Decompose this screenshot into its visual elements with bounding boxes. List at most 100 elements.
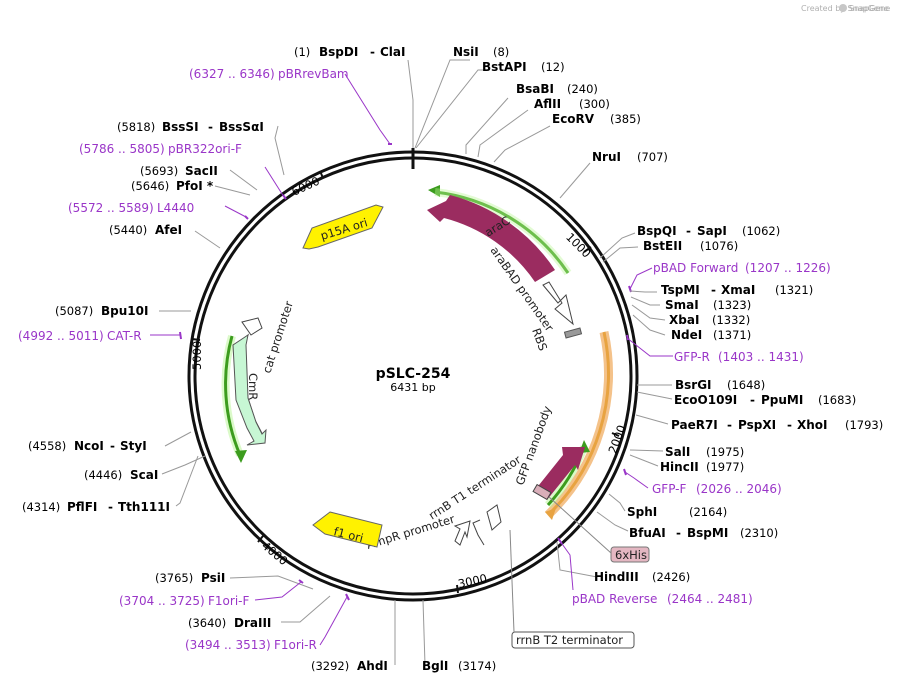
site-pos: (1648) [727,378,765,392]
site-name: XhoI [797,418,828,432]
site-pos: (5693) [140,164,178,178]
site-name: HincII [660,460,699,474]
site-pos: (1062) [742,224,780,238]
primer-name: F1ori-R [274,638,317,652]
site-name: BglI [422,659,448,673]
rrnB-T2-label: rrnB T2 terminator [516,633,623,647]
site-name: PsiI [201,571,225,585]
site-pos: (385) [610,112,641,126]
araC-strand-arrow [428,185,440,197]
site-name: AhdI [357,659,388,673]
primer-range: (6327 .. 6346) [189,67,275,81]
ruler-tick-label: 6000 [289,174,321,199]
site-pos: (2426) [652,570,690,584]
primer-range: (2464 .. 2481) [667,592,753,606]
primer-range: (5786 .. 5805) [79,142,165,156]
site-pos: (5440) [109,223,147,237]
primer-name: pBRrevBam [278,67,349,81]
cmr-arrow [232,333,267,446]
cat-promoter-label: cat promoter [260,299,297,375]
gfp-nanobody-arrow [535,447,585,500]
site-name: SacII [185,164,218,178]
site-name: BstAPI [482,60,527,74]
primer-name: pBR322ori-F [168,142,242,156]
site-pos: (12) [541,60,565,74]
ruler-tick-label: 5000 [190,341,204,370]
site-name: SmaI [665,298,699,312]
primer-range: (1403 .. 1431) [718,350,804,364]
primer-range: (5572 .. 5589) [68,201,154,215]
site-name: BsaBI [516,82,554,96]
site-name: Tth111I [118,500,170,514]
site-leaders [159,59,673,666]
svg-text:-: - [711,283,716,297]
site-pos: (3174) [458,659,496,673]
site-name: XmaI [721,283,755,297]
primer-labels: (6327 .. 6346) pBRrevBam (5786 .. 5805) … [18,67,831,652]
site-name: BstEII [643,239,682,253]
site-pos: (1332) [712,313,750,327]
site-name: PaeR7I [671,418,718,432]
site-pos: (300) [579,97,610,111]
primer-range: (3704 .. 3725) [119,594,205,608]
primer-range: (1207 .. 1226) [745,261,831,275]
araC-strand [434,190,570,274]
site-pos: (240) [567,82,598,96]
site-pos: (4314) [22,500,60,514]
site-name: SphI [627,505,657,519]
site-pos: (2310) [740,526,778,540]
site-pos: (5646) [131,179,169,193]
site-pos: (3292) [311,659,349,673]
site-pos: (5087) [55,304,93,318]
site-pos: (1793) [845,418,883,432]
site-pos: (2164) [689,505,727,519]
site-pos: (1683) [818,393,856,407]
site-pos: (1321) [775,283,813,297]
primer-name: pBAD Reverse [572,592,657,606]
site-pos: (4446) [84,468,122,482]
plasmid-name: pSLC-254 [376,366,451,382]
site-pos: (3640) [188,616,226,630]
site-name: BsrGI [675,378,712,392]
site-pos: (4558) [28,439,66,453]
site-name: Bpu10I [101,304,148,318]
site-pos: (1076) [700,239,738,253]
site-name: AflII [534,97,561,111]
ruler-tick-label: 1000 [563,230,594,261]
primer-name: GFP-F [652,482,687,496]
rrnB-T2-box [511,631,635,649]
ruler-tick-label: 3000 [457,571,489,591]
site-name: EcoO109I [674,393,737,407]
site-pos: (1975) [706,445,744,459]
svg-text:-: - [727,418,732,432]
site-pos: (1371) [713,328,751,342]
cmr-strand [224,335,242,456]
svg-text:-: - [108,500,113,514]
site-name: BspQI [637,224,677,238]
site-name: HindIII [594,570,639,584]
site-pos: (3765) [155,571,193,585]
site-name: ScaI [130,468,158,482]
site-labels: (1) BspDI - ClaI NsiI (8) BstAPI (12) Bs… [22,45,883,673]
site-name: NsiI [453,45,479,59]
orange-strand [546,331,610,517]
plasmid-length: 6431 bp [390,381,435,394]
site-name: NdeI [671,328,702,342]
site-pos: (8) [493,45,509,59]
primer-range: (4992 .. 5011) [18,329,104,343]
site-name: PspXI [738,418,776,432]
primer-name: GFP-R [674,350,710,364]
primer-name: CAT-R [107,329,142,343]
svg-text:-: - [750,393,755,407]
his-tag-box [610,546,650,563]
rbs-box [563,327,583,339]
rrnB-T1-label: rrnB T1 terminator [426,452,524,522]
site-name: BfuAI [629,526,666,540]
site-name: ClaI [380,45,405,59]
svg-text:-: - [676,526,681,540]
site-pos: (1977) [706,460,744,474]
site-name: SalI [665,445,690,459]
cat-promoter-arrow [241,317,263,336]
cmr-label: CmR [246,373,260,400]
site-name: EcoRV [552,112,595,126]
